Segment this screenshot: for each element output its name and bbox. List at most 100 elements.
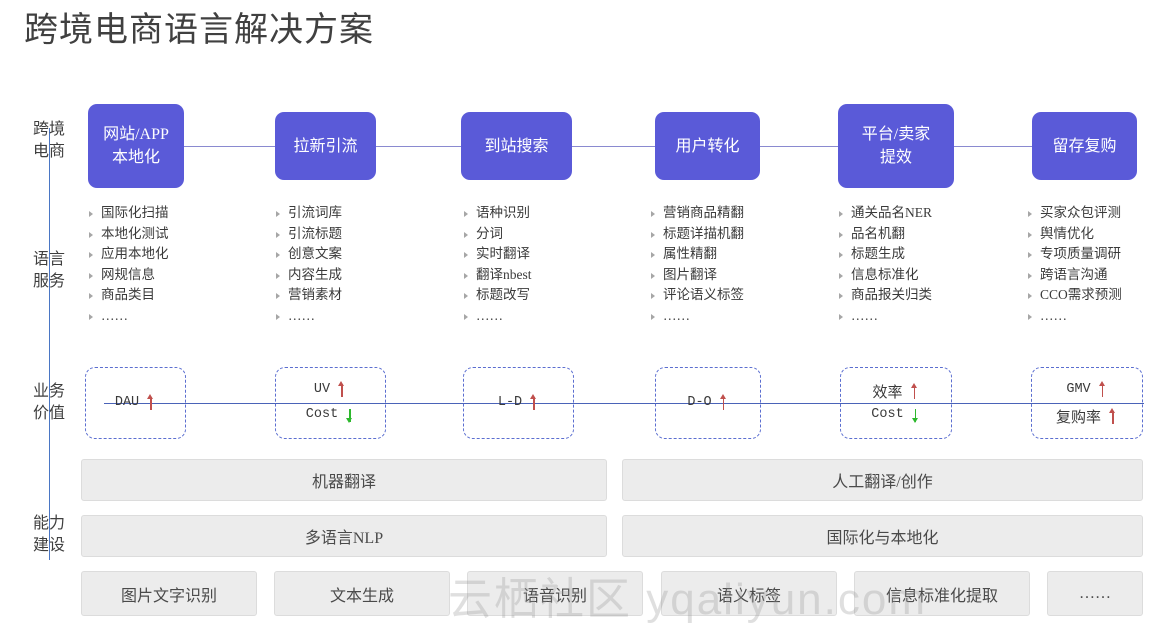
value-box-do[interactable]: D-O <box>655 367 761 439</box>
value-metric-label: UV <box>313 382 331 397</box>
trend-up-icon <box>337 381 347 398</box>
capability-label: 多语言NLP <box>304 530 384 547</box>
axis-label-nenglijianshe: 能力 建设 <box>14 513 84 557</box>
capability-label: 机器翻译 <box>311 474 376 491</box>
capability-label: …… <box>1079 584 1111 602</box>
stage-label-line2: 提效 <box>879 149 912 166</box>
trend-up-icon <box>719 394 729 411</box>
stage-box-laxin-yinliu[interactable]: 拉新引流 <box>275 112 376 180</box>
stage-label-line2: 本地化 <box>111 149 160 166</box>
service-item: …… <box>1027 306 1122 327</box>
value-metric-row: 效率 <box>841 381 951 402</box>
capability-box-semantic-tags[interactable]: 语义标签 <box>661 571 837 616</box>
axis-label-line1: 业务 <box>32 383 65 400</box>
axis-label-kuajing: 跨境 电商 <box>14 119 84 163</box>
stage-label-line1: 到站搜索 <box>484 137 549 155</box>
stage-box-liucun-fugou[interactable]: 留存复购 <box>1032 112 1137 180</box>
service-item: 应用本地化 <box>88 244 169 265</box>
value-metric-row: Cost <box>276 406 385 423</box>
stage-box-yonghu-zhuanhua[interactable]: 用户转化 <box>655 112 760 180</box>
service-item: …… <box>275 306 342 327</box>
value-box-ld[interactable]: L-D <box>463 367 574 439</box>
value-metric-label: Cost <box>871 407 904 422</box>
axis-label-line1: 跨境 <box>32 121 65 138</box>
service-item: 标题详描机翻 <box>650 224 744 245</box>
value-metric-label: GMV <box>1066 382 1091 397</box>
service-item: …… <box>838 306 932 327</box>
service-item: 通关品名NER <box>838 203 932 224</box>
trend-up-icon <box>529 394 539 411</box>
service-item: …… <box>650 306 744 327</box>
trend-down-icon <box>345 406 355 423</box>
service-item: 营销素材 <box>275 285 342 306</box>
axis-label-yewujiazhi: 业务 价值 <box>14 381 84 425</box>
service-list-1: 国际化扫描本地化测试应用本地化网规信息商品类目…… <box>88 203 169 326</box>
vertical-axis-line <box>49 128 50 560</box>
trend-up-icon <box>1098 381 1108 398</box>
service-item: 分词 <box>463 224 532 245</box>
value-box-gmv-fugoulv[interactable]: GMV 复购率 <box>1031 367 1143 439</box>
service-item: 买家众包评测 <box>1027 203 1122 224</box>
capability-box-info-standardization[interactable]: 信息标准化提取 <box>854 571 1030 616</box>
service-item: CCO需求预测 <box>1027 285 1122 306</box>
value-metric-row: D-O <box>656 394 760 411</box>
value-metric-row: DAU <box>86 394 185 411</box>
value-metric-label: D-O <box>687 395 712 410</box>
stage-connector-5 <box>954 146 1032 147</box>
service-item: 语种识别 <box>463 203 532 224</box>
service-item: 品名机翻 <box>838 224 932 245</box>
capability-box-text-generation[interactable]: 文本生成 <box>274 571 450 616</box>
trend-up-icon <box>146 394 156 411</box>
stage-connector-2 <box>376 146 461 147</box>
value-flow-line <box>104 403 1144 405</box>
service-item: 商品报关归类 <box>838 285 932 306</box>
stage-box-daozhan-sousuo[interactable]: 到站搜索 <box>461 112 572 180</box>
service-item: 舆情优化 <box>1027 224 1122 245</box>
capability-label: 国际化与本地化 <box>826 530 939 547</box>
stage-box-pingtai-maijia[interactable]: 平台/卖家 提效 <box>838 104 954 188</box>
stage-label-line1: 用户转化 <box>675 137 740 155</box>
trend-up-icon <box>910 383 920 400</box>
value-box-dau[interactable]: DAU <box>85 367 186 439</box>
trend-up-icon <box>1108 408 1118 425</box>
value-metric-row: GMV <box>1032 381 1142 398</box>
value-metric-label: 效率 <box>872 385 903 401</box>
service-item: 信息标准化 <box>838 265 932 286</box>
capability-box-i18n-l10n[interactable]: 国际化与本地化 <box>622 515 1143 557</box>
value-box-xiaolv-cost[interactable]: 效率 Cost <box>840 367 952 439</box>
capability-box-more[interactable]: …… <box>1047 571 1143 616</box>
service-item: 图片翻译 <box>650 265 744 286</box>
value-metric-label: L-D <box>497 395 523 410</box>
capability-box-multilingual-nlp[interactable]: 多语言NLP <box>81 515 607 557</box>
capability-box-human-translation[interactable]: 人工翻译/创作 <box>622 459 1143 501</box>
value-metric-row: UV <box>276 381 385 398</box>
stage-label-line1: 平台/卖家 <box>861 126 931 143</box>
service-item: 翻译nbest <box>463 265 532 286</box>
service-item: 实时翻译 <box>463 244 532 265</box>
axis-label-line2: 价值 <box>32 405 65 422</box>
axis-label-line2: 服务 <box>32 273 65 290</box>
capability-label: 语义标签 <box>716 587 781 605</box>
service-item: 营销商品精翻 <box>650 203 744 224</box>
value-box-uv-cost[interactable]: UV Cost <box>275 367 386 439</box>
capability-box-machine-translation[interactable]: 机器翻译 <box>81 459 607 501</box>
stage-box-website-app[interactable]: 网站/APP 本地化 <box>88 104 184 188</box>
value-metric-label: DAU <box>114 395 140 410</box>
service-item: 标题生成 <box>838 244 932 265</box>
service-item: …… <box>463 306 532 327</box>
service-item: 国际化扫描 <box>88 203 169 224</box>
service-item: 引流词库 <box>275 203 342 224</box>
stage-label-line1: 网站/APP <box>103 126 169 143</box>
axis-label-yuyanfuwu: 语言 服务 <box>14 249 84 293</box>
value-metric-row: 复购率 <box>1032 406 1142 427</box>
service-item: 标题改写 <box>463 285 532 306</box>
capability-box-ocr[interactable]: 图片文字识别 <box>81 571 257 616</box>
service-list-2: 引流词库引流标题创意文案内容生成营销素材…… <box>275 203 342 326</box>
service-item: 引流标题 <box>275 224 342 245</box>
stage-label-line1: 留存复购 <box>1052 137 1117 155</box>
stage-connector-1 <box>184 146 275 147</box>
stage-label-line1: 拉新引流 <box>293 137 358 155</box>
capability-box-speech-recognition[interactable]: 语音识别 <box>467 571 643 616</box>
